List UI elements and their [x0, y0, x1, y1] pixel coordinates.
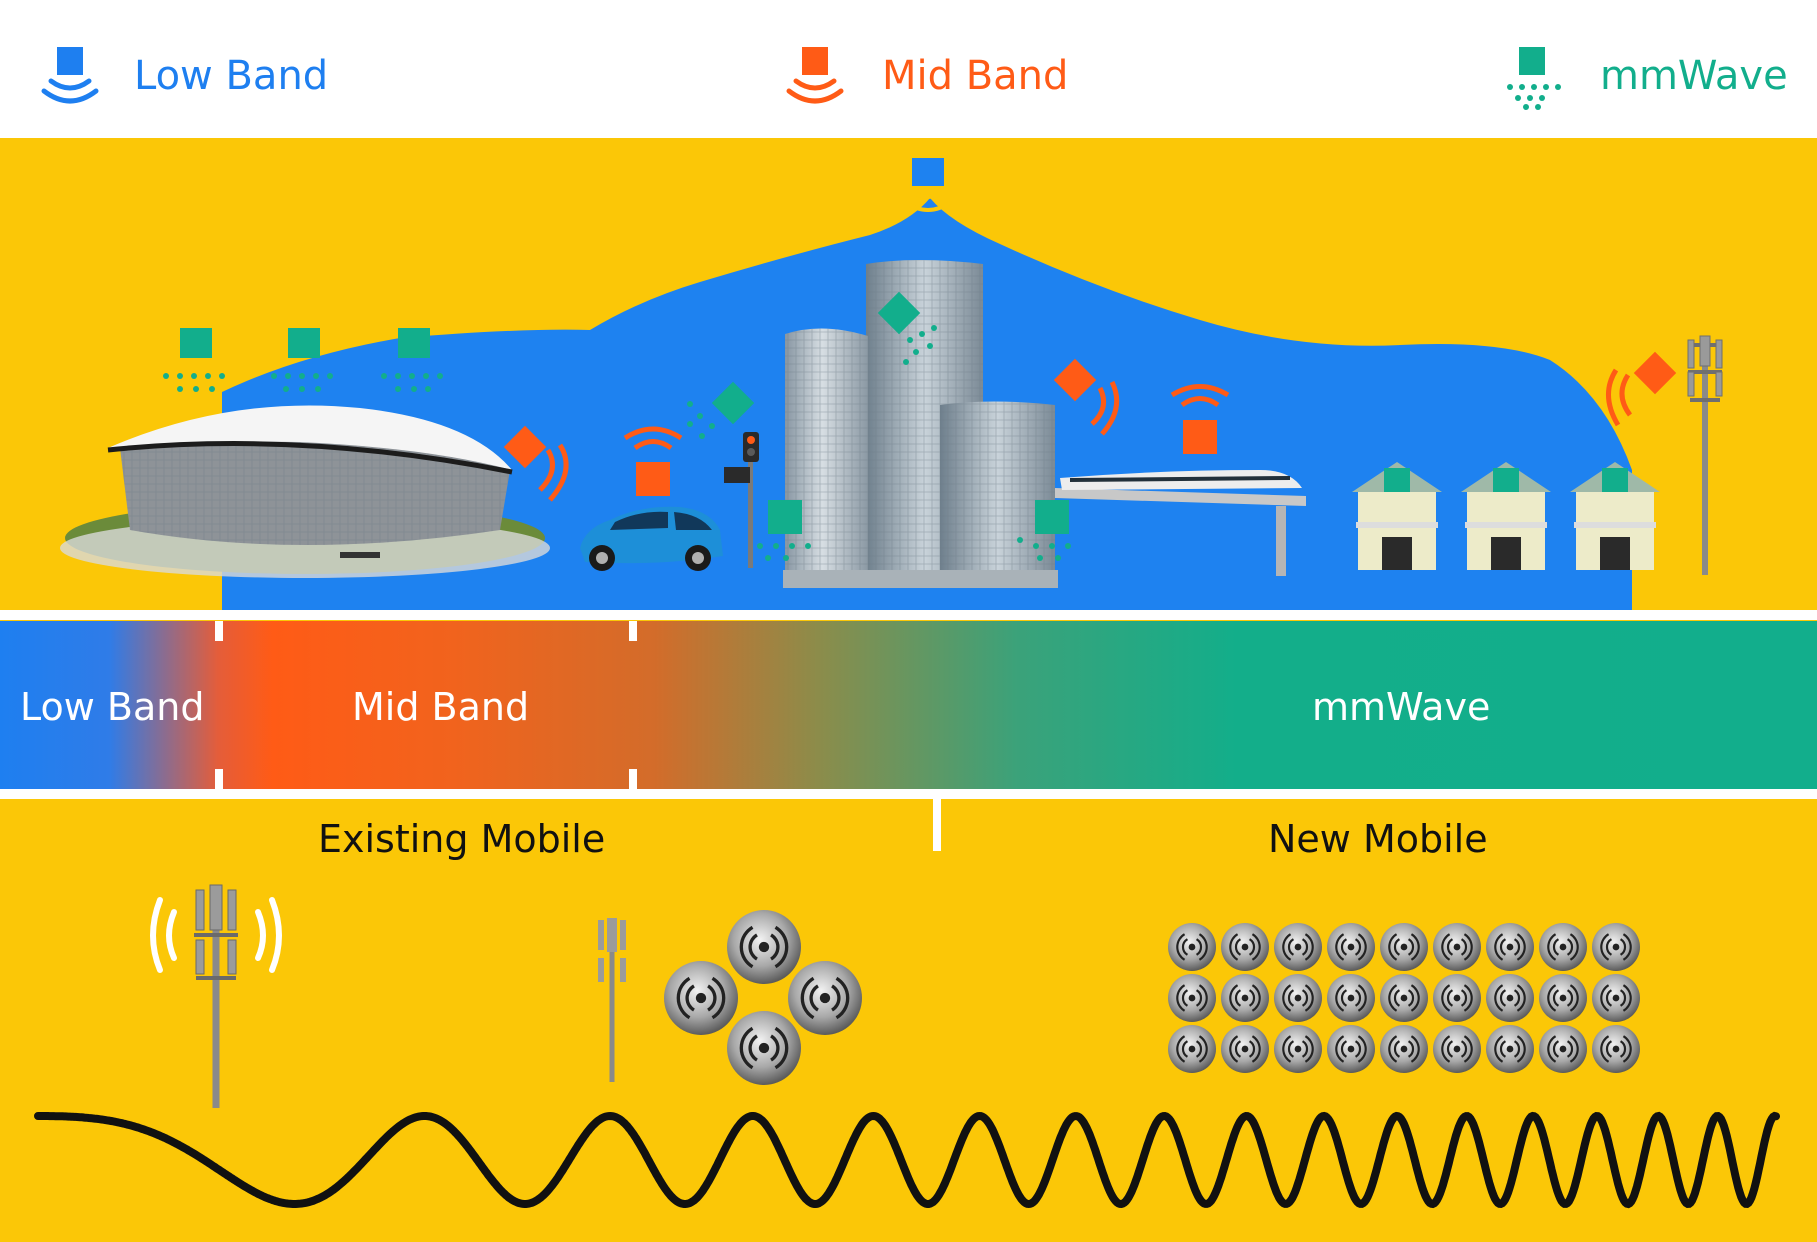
- legend-mid-band-label: Mid Band: [882, 53, 1069, 99]
- legend-mmwave-label: mmWave: [1600, 53, 1788, 99]
- small-cell-cluster: [664, 910, 862, 1085]
- small-cell-icon: [1168, 974, 1216, 1022]
- stadium: [60, 405, 550, 578]
- separator-top: [0, 610, 1817, 620]
- signal-waves-icon: [150, 897, 282, 973]
- skyscrapers: [783, 260, 1058, 588]
- small-cell-icon: [1433, 1025, 1481, 1073]
- mid-band-antenna-icon: [786, 47, 844, 104]
- legend-low-band-label: Low Band: [134, 53, 329, 99]
- legend-strip: [0, 0, 1817, 138]
- small-cell-icon: [788, 961, 862, 1035]
- separator-bottom: [0, 789, 1817, 799]
- small-cell-icon: [1380, 974, 1428, 1022]
- mmwave-antenna-icon: [1507, 47, 1561, 110]
- small-cell-icon: [1486, 1025, 1534, 1073]
- small-cell-icon: [727, 1011, 801, 1085]
- small-cell-icon: [1592, 923, 1640, 971]
- small-cell-icon: [1274, 974, 1322, 1022]
- cell-tower: [1687, 335, 1723, 575]
- small-cell-icon: [1327, 1025, 1375, 1073]
- macro-cell-tower: [194, 884, 238, 1108]
- monorail: [1055, 470, 1306, 576]
- spectrum-low-band-label: Low Band: [20, 685, 205, 729]
- small-cell-icon: [1168, 1025, 1216, 1073]
- small-cell-icon: [1433, 923, 1481, 971]
- small-cell-icon: [1327, 974, 1375, 1022]
- coverage-antenna-icon: [903, 158, 953, 212]
- low-band-antenna-icon: [41, 47, 99, 104]
- traffic-light: [724, 432, 759, 568]
- new-mobile-label: New Mobile: [1268, 817, 1488, 861]
- small-cell-icon: [727, 910, 801, 984]
- small-cell-icon: [1221, 923, 1269, 971]
- small-cell-icon: [1539, 974, 1587, 1022]
- houses: [1352, 462, 1660, 570]
- small-cell-icon: [1274, 1025, 1322, 1073]
- wave: [34, 1111, 1780, 1209]
- small-cell-icon: [1486, 923, 1534, 971]
- existing-mobile-label: Existing Mobile: [318, 817, 606, 861]
- small-cell-grid: [1168, 923, 1640, 1073]
- car: [580, 506, 723, 571]
- small-cell-icon: [1221, 974, 1269, 1022]
- small-cell-icon: [1539, 923, 1587, 971]
- small-cell-icon: [1327, 923, 1375, 971]
- small-cell-icon: [1380, 1025, 1428, 1073]
- small-cell-icon: [1592, 974, 1640, 1022]
- small-cell-tower: [598, 918, 626, 1082]
- small-cell-icon: [664, 961, 738, 1035]
- spectrum-mid-band-label: Mid Band: [352, 685, 530, 729]
- small-cell-icon: [1592, 1025, 1640, 1073]
- small-cell-icon: [1380, 923, 1428, 971]
- small-cell-icon: [1168, 923, 1216, 971]
- spectrum-mmwave-label: mmWave: [1312, 685, 1491, 729]
- small-cell-icon: [1221, 1025, 1269, 1073]
- small-cell-icon: [1486, 974, 1534, 1022]
- small-cell-icon: [1433, 974, 1481, 1022]
- mmwave-emitters: [163, 328, 443, 392]
- small-cell-icon: [1539, 1025, 1587, 1073]
- small-cell-icon: [1274, 923, 1322, 971]
- spectrum-bar: [0, 621, 1817, 789]
